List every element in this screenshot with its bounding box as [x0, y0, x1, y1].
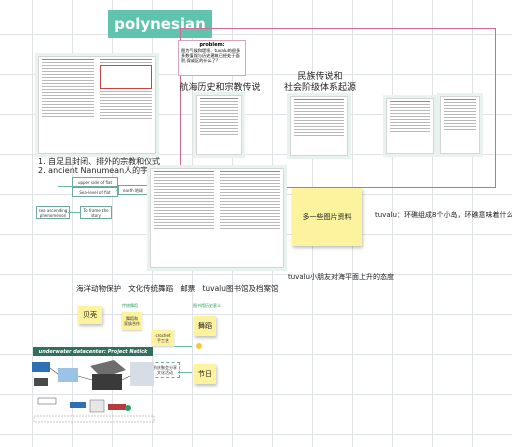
note-tuvalu-atolls: tuvalu：环礁组成8个小岛，环礁意味着什么	[375, 211, 512, 219]
sticky-crochet[interactable]: crochet 手工艺	[152, 330, 174, 346]
node-earth[interactable]: earth 地球	[118, 185, 148, 195]
marker-dot	[196, 343, 202, 349]
sticky-dance-history[interactable]: 舞蹈和 家族合作	[122, 312, 142, 330]
topics-header: 海洋动物保护 文化传统舞蹈 邮票 tuvalu图书馆及档案馆	[76, 284, 279, 293]
node-sea-level[interactable]: Sea-level of fiat	[72, 187, 118, 197]
problem-heading: problem:	[199, 42, 225, 48]
server-icon	[32, 362, 50, 372]
connector-a	[58, 186, 72, 187]
connector-e	[178, 372, 192, 373]
document-page-middle[interactable]	[150, 168, 284, 268]
problem-text: 图为气候和堤坝、tuvalu的很多多数值保与历史建筑已经处于面积,保或区的什么了…	[181, 48, 241, 63]
research-frame[interactable]	[180, 28, 496, 188]
document-page-right-2[interactable]	[440, 96, 480, 154]
server-icon	[34, 378, 48, 386]
tag-library-history: 图书馆历史意义	[193, 303, 221, 308]
node-frame-story[interactable]: To frame the story	[80, 206, 112, 219]
document-page-legend[interactable]	[290, 96, 348, 156]
note-children-attitude: tuvalu小朋友对海平面上升的态度	[288, 273, 394, 281]
sticky-more-pictures[interactable]: 多一些图片资料	[292, 188, 362, 246]
document-page-right-1[interactable]	[386, 98, 434, 154]
sea-icon	[130, 362, 154, 386]
datacenter-banner[interactable]: underwater datacenter: Project Natick	[33, 347, 153, 356]
pod-icon	[90, 360, 126, 378]
cloud-icon	[58, 368, 78, 382]
node-sea-ascending[interactable]: sea ascending phenomenon	[36, 206, 70, 219]
note-festival[interactable]: 节庆聚会分享 文化活动	[150, 362, 180, 378]
datacenter-diagram[interactable]	[30, 356, 166, 430]
document-page-religion[interactable]	[196, 95, 242, 155]
connector-c	[68, 212, 80, 213]
node-upper-side[interactable]: upper side of fiat	[72, 177, 118, 187]
label-history-religion: 航海历史和宗教传说	[179, 83, 261, 93]
document-page-history[interactable]	[38, 56, 156, 154]
list-item-religion: 1. 自足且封闭、排外的宗教和仪式	[38, 157, 161, 166]
connector-b	[116, 190, 119, 191]
tag-traditional-dance: 传统舞蹈	[122, 303, 138, 308]
container-icon	[92, 374, 122, 390]
sticky-dance[interactable]: 舞蹈	[194, 316, 216, 336]
sticky-shell[interactable]: 贝壳	[78, 306, 102, 324]
label-legend-social: 民族传说和 社会阶级体系起源	[283, 72, 356, 93]
problem-note[interactable]: problem: 图为气候和堤坝、tuvalu的很多多数值保与历史建筑已经处于面…	[178, 40, 246, 76]
sticky-festival[interactable]: 节日	[194, 364, 216, 384]
connector-d	[174, 346, 192, 347]
list-item-cosmology: 2. ancient Nanumean人的宇宙观	[38, 166, 165, 175]
